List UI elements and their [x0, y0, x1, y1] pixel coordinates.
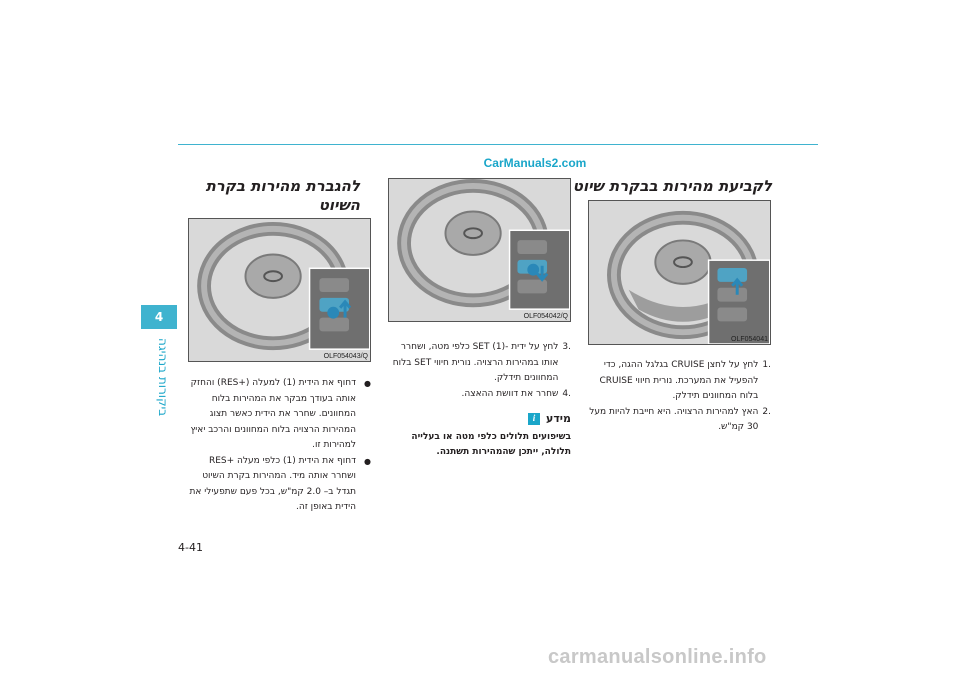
list-item: .1 לחץ על לחצן CRUISE בגלגל ההגה, כדי לה… — [588, 358, 771, 405]
item-text: דחוף את הידית (1) כלפי מעלה +RES ושחרר א… — [189, 455, 357, 513]
info-header: מידע i — [388, 411, 571, 427]
page-number: 4-41 — [178, 541, 203, 554]
item-text: שחרר את דוושת ההאצה. — [461, 388, 559, 399]
bullet-icon: ● — [364, 456, 371, 466]
chapter-tab: 4 — [141, 305, 177, 329]
info-body: בשיפועים תלולים כלפי מטה או בעלייה תלולה… — [411, 431, 571, 458]
chapter-title: ביקורות בנהיגה — [156, 338, 170, 417]
info-icon: i — [528, 412, 540, 425]
item-text: האץ למהירות הרצויה. היא חייבת להיות מעל … — [589, 406, 759, 433]
watermark-bottom[interactable]: carmanualsonline.info — [548, 646, 767, 668]
steering-wheel-illustration — [589, 201, 770, 344]
watermark-top[interactable]: CarManuals2.com — [483, 156, 587, 170]
right-column-text: .1 לחץ על לחצן CRUISE בגלגל ההגה, כדי לה… — [588, 358, 771, 436]
item-text: דחוף את הידית (1) למעלה (+RES) והחזק אות… — [190, 378, 357, 450]
steering-wheel-illustration — [189, 219, 370, 361]
steering-wheel-illustration — [389, 179, 570, 321]
chapter-number: 4 — [154, 310, 164, 324]
middle-column-text: .3 לחץ על ידית -SET (1) כלפי מטה, ושחרר … — [388, 340, 571, 461]
item-number: .2 — [762, 406, 771, 417]
figure-label: OLF054042/Q — [523, 313, 568, 320]
steering-wheel-figure-resume: OLF054043/Q — [188, 218, 371, 362]
left-column-text: ● דחוף את הידית (1) למעלה (+RES) והחזק א… — [188, 376, 372, 516]
steering-wheel-figure-set: OLF054042/Q — [388, 178, 571, 322]
left-heading: להגברת מהירות בקרת השיוט — [205, 177, 360, 214]
list-item: .2 האץ למהירות הרצויה. היא חייבת להיות מ… — [588, 405, 771, 436]
steering-wheel-figure-cruise: OLF054041 — [588, 200, 771, 345]
item-text: לחץ על לחצן CRUISE בגלגל ההגה, כדי להפעי… — [599, 360, 759, 401]
list-item: ● דחוף את הידית (1) למעלה (+RES) והחזק א… — [188, 376, 371, 454]
figure-label: OLF054043/Q — [323, 353, 368, 360]
right-heading: לקביעת מהירות בבקרת שיוט — [572, 177, 772, 195]
item-number: .1 — [762, 360, 771, 370]
bullet-icon: ● — [364, 379, 371, 388]
top-rule — [178, 144, 818, 145]
list-item: ● דחוף את הידית (1) כלפי מעלה +RES ושחרר… — [188, 454, 372, 516]
item-number: .4 — [562, 388, 571, 399]
item-text: לחץ על ידית -SET (1) כלפי מטה, ושחרר אות… — [392, 342, 559, 383]
info-title: מידע — [546, 412, 571, 425]
list-item: .4 שחרר את דוושת ההאצה. — [388, 387, 571, 403]
figure-label: OLF054041 — [731, 336, 768, 343]
item-number: .3 — [562, 342, 571, 352]
list-item: .3 לחץ על ידית -SET (1) כלפי מטה, ושחרר … — [388, 340, 571, 387]
